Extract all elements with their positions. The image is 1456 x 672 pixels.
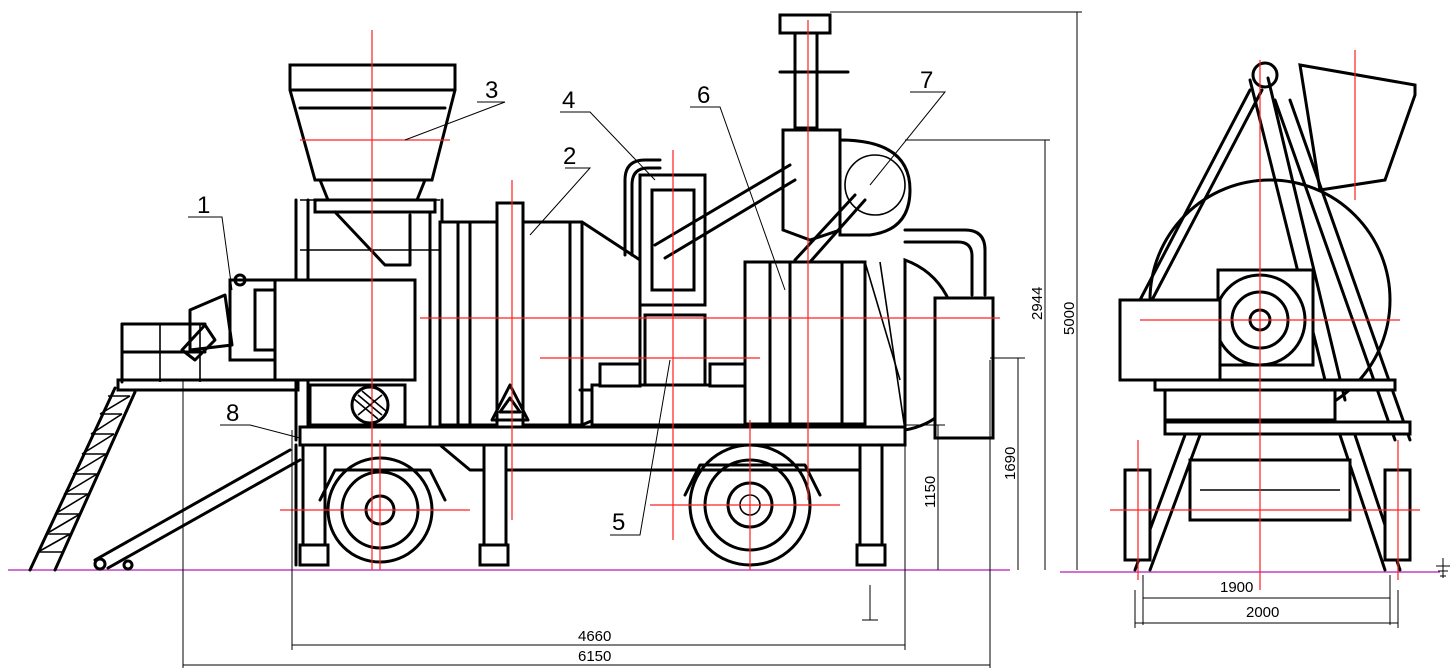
dust-collector	[743, 260, 906, 431]
front-dimensions	[1134, 575, 1399, 628]
front-view	[1110, 50, 1420, 590]
dim-overall-length: 6150	[578, 648, 611, 665]
centerlines	[280, 20, 1000, 570]
dim-cyclone-height: 2944	[1029, 287, 1046, 320]
dim-wheelbase: 4660	[578, 628, 611, 645]
dim-track-width: 1900	[1220, 579, 1253, 596]
feeder-frame	[273, 198, 444, 442]
dim-overall-height: 5000	[1061, 302, 1078, 335]
callout-6: 6	[697, 82, 710, 109]
ground-line	[8, 569, 1440, 573]
callout-7: 7	[920, 67, 933, 94]
dimension-labels: 4660 6150 1150 1690 2944 5000 1900 2000	[578, 287, 1279, 665]
drying-drum	[438, 201, 642, 430]
cyclone-chimney	[653, 13, 995, 440]
chassis	[298, 362, 907, 472]
callout-5: 5	[612, 509, 625, 536]
callout-labels: 1 2 3 4 5 6 7 8	[197, 67, 933, 536]
callout-leaders	[188, 91, 947, 536]
callout-3: 3	[485, 77, 498, 104]
side-dimensions	[182, 11, 1082, 668]
callout-8: 8	[226, 400, 239, 427]
dim-overall-width: 2000	[1246, 604, 1279, 621]
staircase	[28, 386, 137, 572]
screw-conveyor	[93, 448, 302, 571]
support-legs	[294, 443, 887, 567]
side-view	[28, 13, 1000, 572]
dim-chassis-height: 1150	[922, 476, 939, 508]
ground-level-icon	[1436, 558, 1450, 578]
callout-4: 4	[562, 87, 575, 114]
callout-2: 2	[563, 143, 576, 170]
callout-1: 1	[197, 192, 210, 219]
dim-platform-height: 1690	[1002, 447, 1019, 480]
